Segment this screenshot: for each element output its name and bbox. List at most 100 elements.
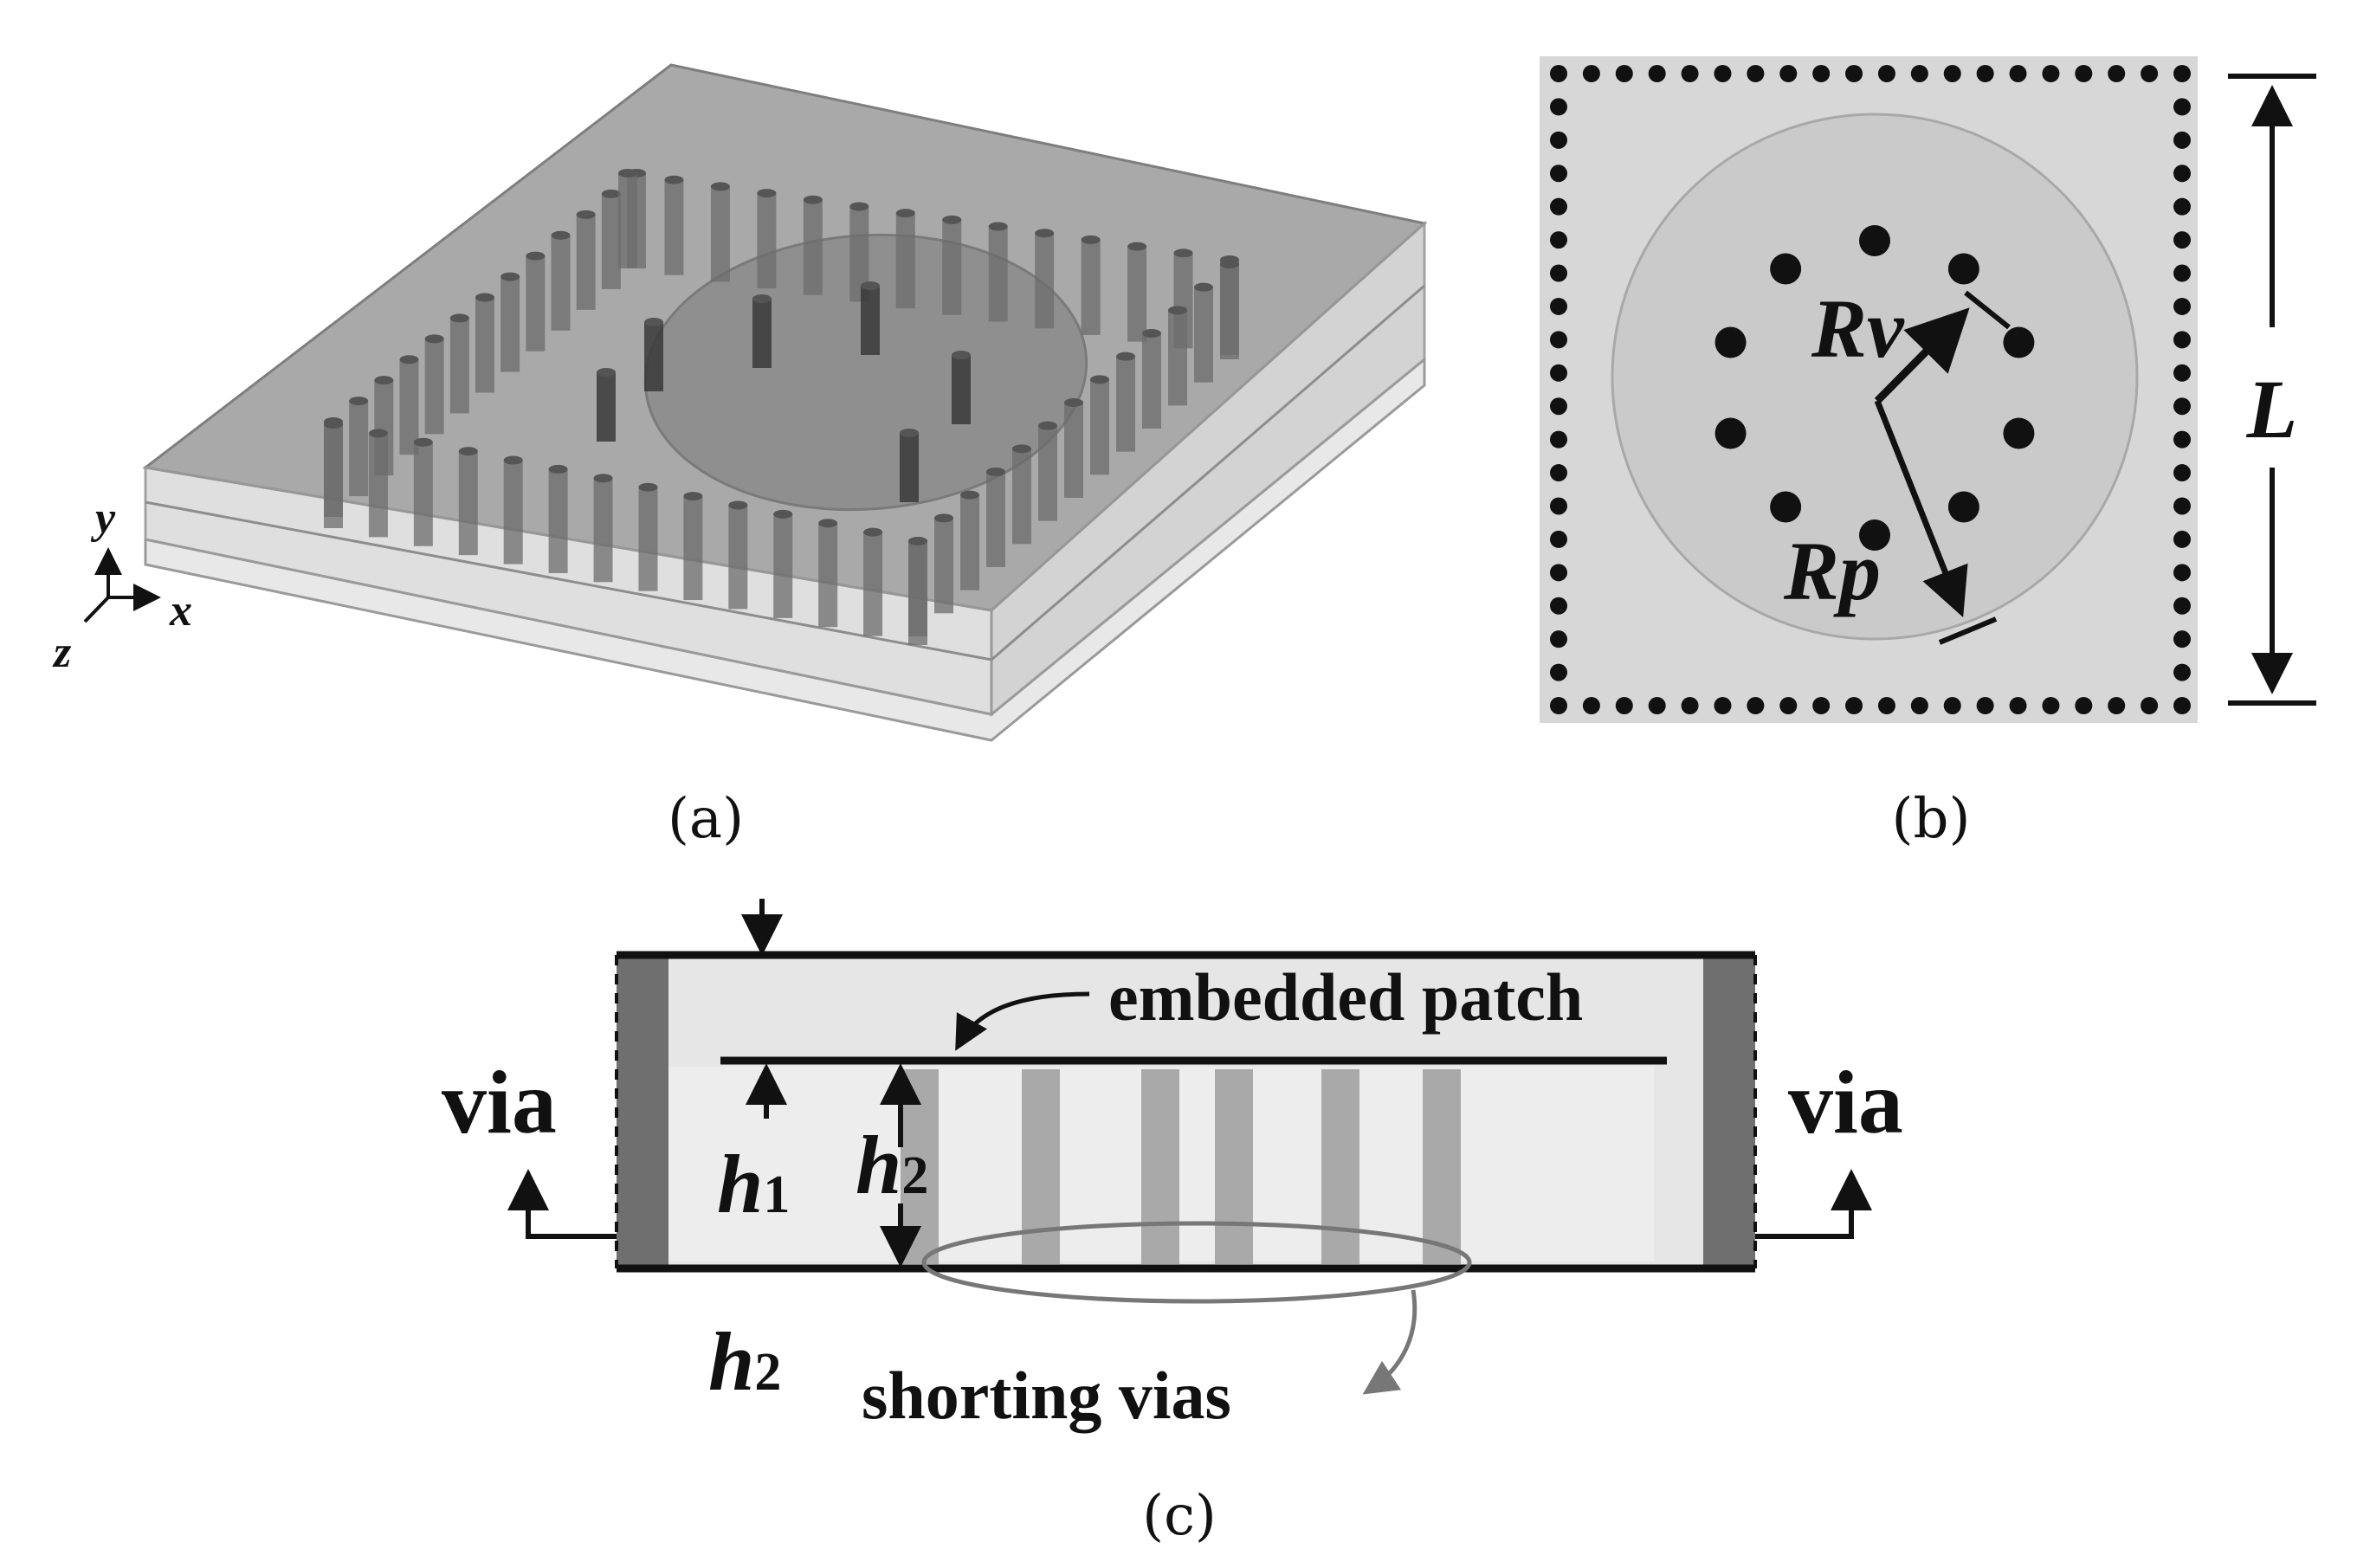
perimeter-via-dot — [1550, 364, 1567, 382]
via-cylinder — [593, 474, 613, 583]
via-cylinder — [988, 222, 1008, 322]
perimeter-via-dot — [2173, 663, 2191, 681]
perimeter-via-dot — [1910, 65, 1928, 82]
via-cylinder — [399, 355, 419, 455]
via-cylinder — [803, 195, 823, 295]
perimeter-via-dot — [2042, 697, 2060, 714]
left-wall-via — [617, 955, 668, 1268]
via-cylinder — [644, 318, 663, 391]
perimeter-via-dot — [1681, 697, 1699, 714]
perimeter-via-dot — [1582, 65, 1600, 82]
via-cylinder — [618, 169, 637, 268]
perimeter-via-dot — [1648, 65, 1666, 82]
via-cylinder — [773, 509, 793, 618]
dimension-label-l: L — [2246, 363, 2298, 455]
via-cylinder — [960, 490, 979, 590]
perimeter-via-dot — [2141, 65, 2159, 82]
perimeter-via-dot — [1550, 497, 1567, 515]
label-h1: h1 — [717, 1138, 790, 1230]
via-cylinder — [728, 500, 748, 610]
via-cylinder — [757, 189, 777, 289]
perimeter-via-dot — [1943, 65, 1961, 82]
shorting-vias-ellipse — [921, 1221, 1472, 1304]
perimeter-via-dot — [2173, 65, 2191, 82]
perimeter-via-dot — [1779, 697, 1798, 714]
perimeter-via-dot — [2173, 697, 2191, 714]
via-cylinder — [908, 537, 927, 636]
panel-b-top-view: Rv Rp L — [1540, 56, 2316, 723]
via-cylinder — [1116, 352, 1135, 452]
perimeter-via-dot — [1550, 231, 1567, 249]
via-cylinder — [449, 313, 469, 414]
via-cylinder — [863, 527, 883, 636]
perimeter-via-dot — [2173, 397, 2191, 416]
label-embedded-patch: embedded patch — [1108, 959, 1583, 1035]
label-h2: h2 — [856, 1119, 928, 1211]
shorting-via-bar — [1321, 1069, 1359, 1264]
axis-label-z: z — [52, 628, 72, 677]
via-cylinder — [934, 513, 953, 614]
panel-c-cross-section: embedded patch h1 h2 via via shorting vi… — [442, 899, 1903, 1433]
label-shorting-vias: shorting vias — [862, 1358, 1231, 1433]
perimeter-via-dot — [1550, 65, 1567, 82]
perimeter-via-dot — [2173, 464, 2191, 482]
perimeter-via-dot — [2042, 65, 2060, 82]
caption-c: (c) — [1142, 1484, 1217, 1548]
via-cylinder — [683, 492, 703, 601]
perimeter-via-dot — [1648, 697, 1666, 714]
perimeter-via-dot — [1550, 430, 1567, 448]
via-cylinder — [1142, 329, 1161, 429]
shorting-via-bar — [1141, 1069, 1179, 1264]
perimeter-via-dot — [2009, 697, 2027, 714]
perimeter-via-dot — [2075, 697, 2093, 714]
perimeter-via-dot — [1877, 697, 1895, 714]
perimeter-via-dot — [2075, 65, 2093, 82]
perimeter-via-dot — [2141, 697, 2159, 714]
perimeter-via-dot — [1550, 663, 1567, 681]
via-cylinder — [1081, 235, 1101, 335]
via-cylinder — [349, 397, 369, 497]
coordinate-axes: y x z — [52, 494, 192, 677]
perimeter-via-dot — [1550, 264, 1567, 282]
via-cylinder — [500, 272, 520, 372]
perimeter-via-dot — [1550, 197, 1567, 216]
via-cylinder — [1012, 444, 1031, 545]
perimeter-via-dot — [1550, 131, 1567, 149]
inner-via-dot — [1859, 225, 1890, 256]
perimeter-via-dot — [1550, 98, 1567, 116]
perimeter-via-dot — [2173, 231, 2191, 249]
via-cylinder — [986, 468, 1005, 567]
axis-label-y: y — [90, 494, 116, 543]
via-cylinder — [710, 182, 730, 282]
via-cylinder — [548, 464, 568, 573]
via-cylinder — [952, 351, 971, 424]
caption-b: (b) — [1892, 787, 1971, 851]
via-cylinder — [638, 482, 658, 591]
via-cylinder — [818, 519, 838, 628]
via-cylinder — [900, 429, 919, 502]
perimeter-via-dot — [2173, 165, 2191, 183]
perimeter-via-dot — [1714, 65, 1732, 82]
perimeter-via-dot — [1845, 65, 1863, 82]
via-cylinder — [1090, 375, 1109, 475]
label-via-right: via — [1788, 1053, 1903, 1152]
perimeter-via-dot — [2173, 131, 2191, 149]
perimeter-via-dot — [2173, 264, 2191, 282]
via-cylinder — [1194, 282, 1213, 383]
perimeter-via-dot — [2173, 197, 2191, 216]
perimeter-via-dot — [2173, 364, 2191, 382]
perimeter-via-dot — [1779, 65, 1798, 82]
right-wall-via — [1703, 955, 1755, 1268]
perimeter-via-dot — [2108, 697, 2126, 714]
via-cylinder — [526, 251, 546, 352]
via-cylinder — [752, 294, 772, 368]
inner-via-dot — [1714, 326, 1747, 358]
perimeter-via-dot — [1550, 630, 1567, 648]
perimeter-via-dot — [1943, 697, 1961, 714]
via-cylinder — [597, 368, 616, 442]
perimeter-via-dot — [1747, 697, 1765, 714]
perimeter-via-dot — [1550, 331, 1567, 349]
perimeter-via-dot — [1681, 65, 1699, 82]
via-cylinder — [1035, 229, 1055, 329]
via-cylinder — [601, 189, 621, 289]
